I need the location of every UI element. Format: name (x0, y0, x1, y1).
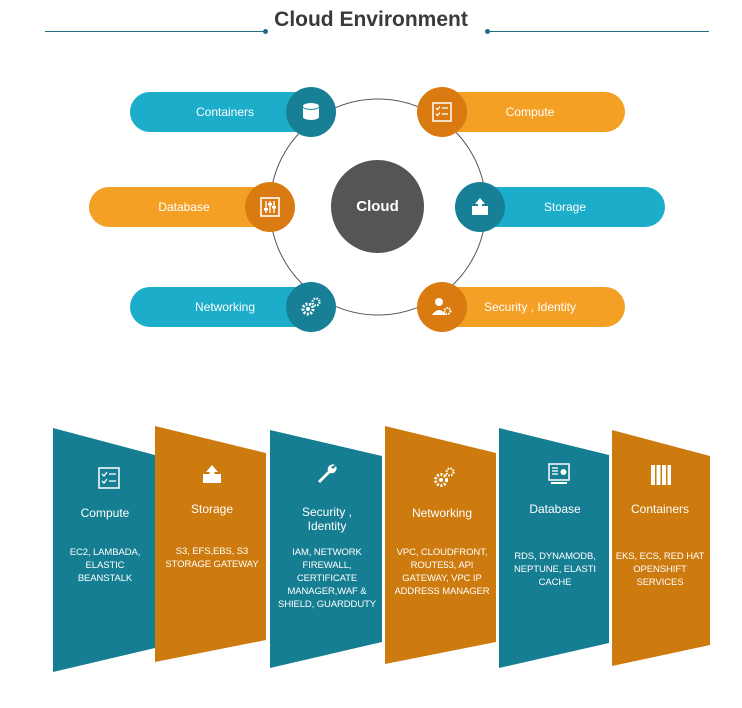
card-compute-shape (53, 428, 155, 672)
card-storage-shape (155, 426, 266, 662)
card-containers-columns-icon (651, 465, 671, 485)
containers-icon-circle (286, 87, 336, 137)
pill-database-label: Database (158, 200, 210, 214)
card-compute-desc: EC2, LAMBADA, ELASTIC BEANSTALK (69, 547, 141, 584)
sliders-icon (260, 197, 280, 217)
card-storage-desc: S3, EFS,EBS, S3 STORAGE GATEWAY (165, 546, 259, 570)
card-database-title: Database (529, 502, 581, 516)
card-storage-upload-icon (203, 465, 221, 483)
card-networking-title: Networking (411, 506, 473, 520)
pill-containers-label: Containers (195, 105, 255, 119)
upload-box-icon (472, 198, 488, 215)
card-security-desc: IAM, NETWORK FIREWALL, CERTIFICATE MANAG… (277, 547, 377, 610)
card-containers-title: Containers (630, 502, 690, 516)
title-rule-left (45, 31, 265, 32)
cloud-center-circle: Cloud (331, 160, 424, 253)
page-title: Cloud Environment (274, 8, 468, 31)
title-rule-right (487, 31, 709, 32)
card-networking-shape (385, 426, 496, 664)
card-security-wrench-icon (318, 464, 337, 483)
security-icon-circle (417, 282, 467, 332)
pill-networking-label: Networking (194, 300, 256, 314)
card-compute-checklist-icon (98, 467, 120, 489)
pill-storage-label: Storage (543, 200, 587, 214)
pill-security-label: Security , Identity (483, 300, 577, 314)
checklist-icon (432, 102, 452, 122)
card-containers-desc: EKS, ECS, RED HAT OPENSHIFT SERVICES (615, 551, 705, 588)
title-rule-left-dot (263, 29, 268, 34)
storage-icon-circle (455, 182, 505, 232)
card-networking-gears-icon (434, 467, 455, 487)
card-networking-desc: VPC, CLOUDFRONT, ROUTE53, API GATEWAY, V… (394, 547, 490, 597)
cards-background (53, 426, 710, 672)
user-gear-icon (432, 298, 452, 315)
card-storage-title: Storage (190, 502, 234, 516)
compute-icon-circle (417, 87, 467, 137)
pill-storage: Storage (475, 187, 665, 227)
gears-icon (301, 297, 321, 316)
card-security-title: Security , Identity (301, 505, 352, 533)
networking-icon-circle (286, 282, 336, 332)
card-database-shape (499, 428, 609, 668)
card-database-screen-icon (548, 463, 570, 484)
card-database-desc: RDS, DYNAMODB, NEPTUNE, ELASTI CACHE (514, 551, 596, 588)
card-containers-shape (612, 430, 710, 666)
database-icon-circle (245, 182, 295, 232)
cylinder-icon (303, 103, 319, 120)
pill-compute-label: Compute (505, 105, 555, 119)
card-security-shape (270, 430, 382, 668)
card-compute-title: Compute (80, 506, 130, 520)
